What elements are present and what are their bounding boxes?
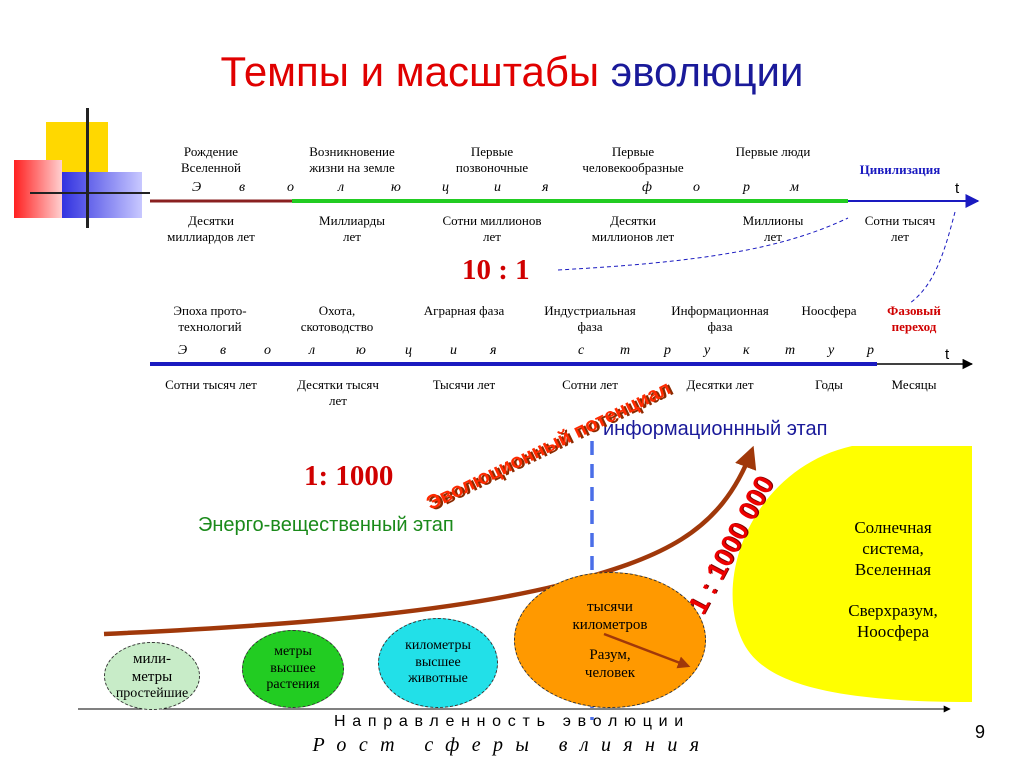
phase-proto-tech: Эпоха прото- технологий: [173, 303, 247, 334]
event-universe-birth: Рождение Вселенной: [181, 144, 241, 175]
duration-billions: Миллиарды лет: [319, 213, 385, 244]
structures-evo-letter: Э: [178, 343, 188, 358]
forms-evo-letter: ю: [391, 180, 401, 195]
decor-vertical-line: [86, 108, 89, 228]
forms-evo-letter: я: [542, 180, 549, 195]
forms-evo-letter: ц: [442, 180, 449, 195]
duration-tens-millions: Десятки миллионов лет: [591, 213, 675, 244]
forms-evo-letter: ф: [642, 180, 652, 195]
phase-information: Информационная фаза: [671, 303, 769, 334]
forms-evo-letter: л: [338, 180, 345, 195]
duration-hundreds-thousands: Сотни тысяч лет: [864, 213, 936, 244]
structures-evo-letter: р: [664, 343, 671, 358]
structures-evo-letter: я: [490, 343, 497, 358]
forms-evo-letter: о: [287, 180, 294, 195]
ratio10-connector-left: [557, 217, 849, 271]
forms-evo-letter: м: [790, 180, 799, 195]
structures-evo-letter: л: [309, 343, 316, 358]
event-life-origin: Возникновение жизни на земле: [309, 144, 395, 175]
structures-evo-letter: и: [450, 343, 457, 358]
solar-line4: Сверхразум,: [848, 601, 938, 620]
sphere-kilometers: километры высшее животные: [378, 618, 498, 708]
evolution-potential-curve: [103, 445, 757, 637]
structures-evo-letter: т: [620, 343, 631, 358]
sphere-meters: метры высшее растения: [242, 630, 344, 708]
duration-hundreds-thousands-years: Сотни тысяч лет: [165, 377, 257, 392]
event-first-hominids: Первые человекообразные: [582, 144, 684, 175]
sphere-thousand-km: тысячи километров Разум, человек: [514, 572, 706, 708]
duration-years: Годы: [815, 377, 843, 392]
solar-line2: система,: [862, 539, 924, 558]
duration-thousands-years: Тысячи лет: [432, 377, 496, 392]
structures-evo-letter: у: [828, 343, 835, 358]
forms-axis-label: t: [955, 180, 960, 197]
decor-red-square: [14, 160, 62, 218]
ratio10-connector-right: [909, 211, 956, 304]
solar-line5: Ноосфера: [856, 622, 930, 641]
duration-tens-billions: Десятки миллиардов лет: [167, 213, 255, 244]
page-number: 9: [975, 722, 986, 742]
sphere-millimeters: мили- метры простейшие: [104, 642, 200, 710]
duration-millions: Миллионы лет: [742, 213, 804, 244]
forms-evo-letter: в: [239, 180, 246, 195]
event-first-people: Первые люди: [735, 144, 811, 159]
phase-industrial: Индустриальная фаза: [544, 303, 636, 334]
phase-noosphere: Ноосфера: [801, 303, 857, 318]
solar-system-sphere: [732, 446, 972, 702]
phase-transition-label: Фазовый переход: [887, 303, 941, 334]
structures-axis-label: t: [945, 346, 950, 363]
structures-evo-letter: о: [264, 343, 271, 358]
ratio-10-to-1: 10 : 1: [462, 254, 530, 286]
growth-label: Рост сферы влияния: [312, 734, 712, 756]
duration-tens-years: Десятки лет: [686, 377, 754, 392]
event-first-vertebrates: Первые позвоночные: [455, 144, 529, 175]
structures-evo-letter: р: [867, 343, 874, 358]
page-title: Темпы и масштабы эволюции: [0, 48, 1024, 96]
civilization-label: Цивилизация: [859, 162, 941, 177]
info-stage-label: информационнный этап: [603, 418, 828, 440]
decor-squares: [0, 100, 150, 230]
ratio-1-to-1000: 1: 1000: [304, 460, 394, 492]
solar-line3: Вселенная: [854, 560, 932, 579]
phase-agrarian: Аграрная фаза: [423, 303, 505, 318]
structures-evo-letter: ю: [356, 343, 366, 358]
structures-evo-letter: в: [220, 343, 227, 358]
forms-evo-letter: о: [693, 180, 700, 195]
direction-label: Направленность эволюции: [334, 713, 690, 730]
solar-line1: Солнечная: [854, 518, 932, 537]
duration-hundreds-years: Сотни лет: [562, 377, 618, 392]
structures-evo-letter: с: [578, 343, 585, 358]
duration-hundreds-millions: Сотни миллионов лет: [442, 213, 542, 244]
structures-evo-letter: к: [743, 343, 750, 358]
title-part1: Темпы и масштабы: [220, 48, 600, 95]
forms-evo-letter: р: [743, 180, 750, 195]
duration-tens-thousands-years: Десятки тысяч лет: [297, 377, 379, 408]
structures-evo-letter: у: [704, 343, 711, 358]
sphere-arrow-icon: [603, 632, 691, 669]
structures-evo-letter: т: [785, 343, 796, 358]
decor-blue-square: [62, 172, 142, 218]
energy-stage-label: Энерго-вещественный этап: [198, 514, 454, 536]
title-part2: эволюции: [610, 48, 804, 95]
forms-evo-letter: Э: [192, 180, 202, 195]
structures-evo-letter: ц: [405, 343, 412, 358]
forms-evo-letter: и: [494, 180, 501, 195]
duration-months: Месяцы: [891, 377, 937, 392]
phase-hunting: Охота, скотоводство: [300, 303, 374, 334]
decor-horizontal-line: [30, 192, 150, 194]
